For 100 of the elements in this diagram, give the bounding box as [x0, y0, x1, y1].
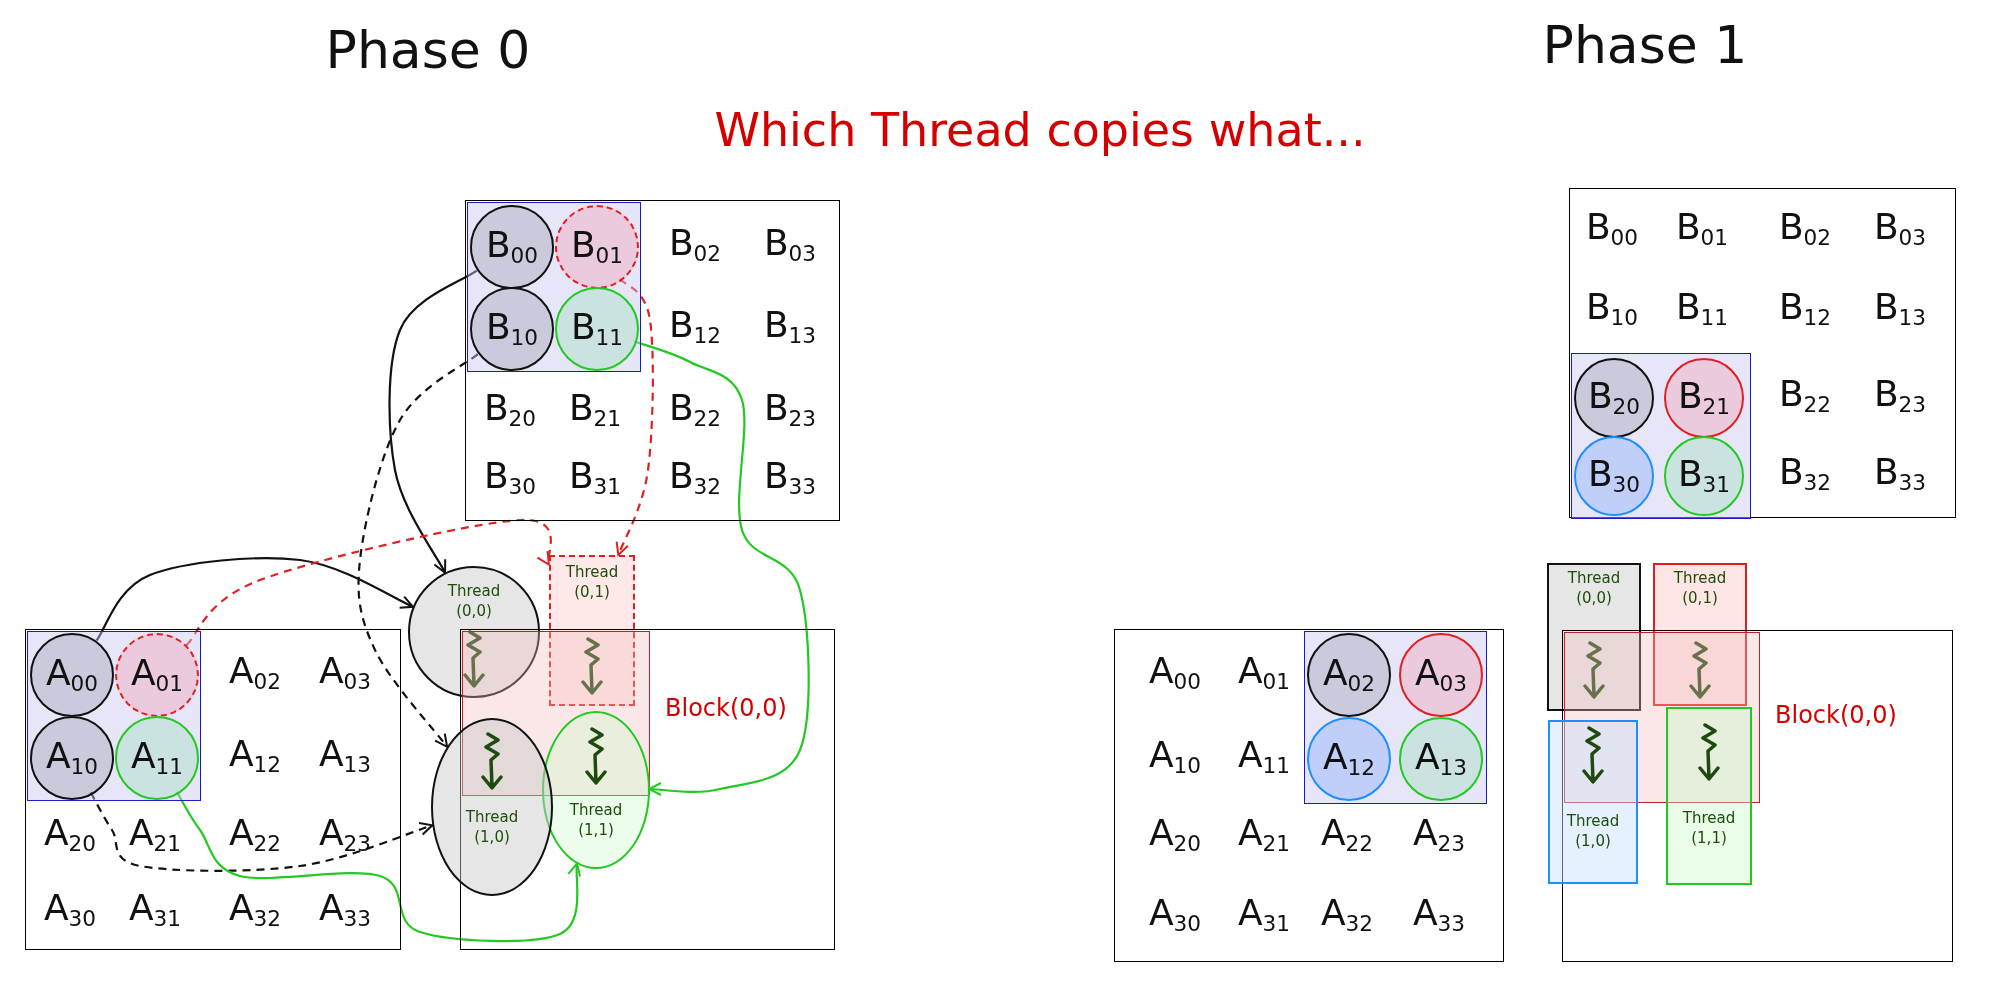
block-label: Block(0,0): [1775, 701, 1897, 729]
matrix-element: B$_{03}$: [1873, 208, 1927, 250]
matrix-element: B$_{32}$: [1778, 453, 1832, 495]
element-circle: [555, 287, 639, 371]
matrix-element: B$_{20}$: [483, 389, 537, 431]
element-circle: [470, 205, 554, 289]
matrix-element: A$_{00}$: [1148, 652, 1202, 694]
matrix-element: B$_{20}$: [1587, 377, 1641, 419]
matrix-element: A$_{31}$: [1237, 894, 1291, 936]
matrix-element: B$_{30}$: [1587, 455, 1641, 497]
thread-label: Thread (0,0): [446, 582, 502, 621]
matrix-element: A$_{12}$: [228, 735, 282, 777]
matrix-element: B$_{23}$: [1873, 375, 1927, 417]
matrix-element: B$_{31}$: [568, 457, 622, 499]
matrix-element: A$_{12}$: [1322, 738, 1376, 780]
matrix-element: B$_{33}$: [1873, 453, 1927, 495]
matrix-box: [1569, 188, 1956, 518]
matrix-element: B$_{31}$: [1677, 455, 1731, 497]
thread-label: Thread (1,1): [568, 801, 624, 840]
matrix-element: A$_{30}$: [1148, 894, 1202, 936]
matrix-box: [1114, 629, 1504, 962]
element-circle: [1574, 436, 1654, 516]
matrix-element: B$_{00}$: [1585, 208, 1639, 250]
arrow: [616, 278, 654, 556]
block-box: [460, 629, 835, 950]
matrix-element: A$_{32}$: [1320, 894, 1374, 936]
thread-label: Thread (0,1): [1672, 569, 1728, 608]
tile-highlight: [467, 202, 641, 372]
matrix-element: A$_{02}$: [1322, 654, 1376, 696]
matrix-element: B$_{30}$: [483, 457, 537, 499]
element-circle: [470, 287, 554, 371]
matrix-element: A$_{22}$: [1320, 814, 1374, 856]
matrix-element: B$_{33}$: [763, 457, 817, 499]
matrix-element: B$_{22}$: [1778, 375, 1832, 417]
thread-label: Thread (0,1): [564, 563, 620, 602]
thread-label: Thread (0,0): [1566, 569, 1622, 608]
matrix-element: B$_{21}$: [568, 389, 622, 431]
matrix-element: A$_{10}$: [1148, 736, 1202, 778]
matrix-element: A$_{23}$: [318, 814, 372, 856]
matrix-element: B$_{13}$: [763, 306, 817, 348]
matrix-element: B$_{11}$: [570, 308, 624, 350]
arrow: [95, 557, 414, 642]
block-box: [1562, 630, 1953, 962]
arrow: [357, 353, 479, 748]
arrow: [175, 791, 583, 943]
matrix-element: A$_{21}$: [1237, 814, 1291, 856]
matrix-element: B$_{03}$: [763, 224, 817, 266]
element-circle: [555, 205, 639, 289]
arrow: [388, 269, 478, 574]
matrix-element: A$_{32}$: [228, 889, 282, 931]
arrow: [89, 791, 434, 872]
matrix-element: A$_{20}$: [43, 814, 97, 856]
tile-highlight: [27, 631, 201, 801]
matrix-element: A$_{13}$: [318, 735, 372, 777]
matrix-element: B$_{21}$: [1677, 377, 1731, 419]
matrix-box: [25, 629, 401, 950]
thread-label: Thread (1,1): [1681, 809, 1737, 848]
matrix-element: A$_{22}$: [228, 814, 282, 856]
matrix-box: [465, 200, 840, 521]
matrix-element: A$_{33}$: [1412, 894, 1466, 936]
matrix-element: A$_{10}$: [45, 737, 99, 779]
matrix-element: B$_{00}$: [485, 226, 539, 268]
phase-heading: Phase 1: [1542, 19, 1748, 71]
matrix-element: B$_{12}$: [1778, 288, 1832, 330]
matrix-element: A$_{00}$: [45, 654, 99, 696]
matrix-element: A$_{21}$: [128, 814, 182, 856]
matrix-element: B$_{32}$: [668, 457, 722, 499]
matrix-element: A$_{31}$: [128, 889, 182, 931]
matrix-element: B$_{01}$: [570, 226, 624, 268]
matrix-element: A$_{23}$: [1412, 814, 1466, 856]
matrix-element: B$_{22}$: [668, 389, 722, 431]
thread-label: Thread (1,0): [464, 808, 520, 847]
thread-box: [1666, 707, 1752, 885]
matrix-element: A$_{30}$: [43, 889, 97, 931]
matrix-element: A$_{03}$: [318, 652, 372, 694]
thread-box: [1547, 563, 1641, 711]
tile-highlight: [1571, 353, 1751, 519]
matrix-element: A$_{20}$: [1148, 814, 1202, 856]
matrix-element: B$_{10}$: [485, 308, 539, 350]
arrow: [634, 340, 810, 797]
matrix-element: B$_{13}$: [1873, 288, 1927, 330]
matrix-element: B$_{10}$: [1585, 288, 1639, 330]
thread-box: [1548, 720, 1638, 884]
matrix-element: A$_{03}$: [1414, 654, 1468, 696]
matrix-element: B$_{02}$: [1778, 208, 1832, 250]
matrix-element: B$_{23}$: [763, 389, 817, 431]
matrix-element: B$_{11}$: [1675, 288, 1729, 330]
matrix-element: A$_{33}$: [318, 889, 372, 931]
matrix-element: A$_{13}$: [1414, 738, 1468, 780]
matrix-element: A$_{01}$: [130, 654, 184, 696]
matrix-element: B$_{01}$: [1675, 208, 1729, 250]
matrix-element: A$_{11}$: [1237, 736, 1291, 778]
matrix-element: A$_{02}$: [228, 652, 282, 694]
thread-label: Thread (1,0): [1565, 812, 1621, 851]
matrix-element: A$_{11}$: [130, 737, 184, 779]
phase-heading: Phase 0: [325, 24, 531, 76]
arrow: [185, 518, 553, 646]
matrix-element: B$_{02}$: [668, 224, 722, 266]
matrix-element: A$_{01}$: [1237, 652, 1291, 694]
tile-highlight: [1304, 631, 1487, 804]
